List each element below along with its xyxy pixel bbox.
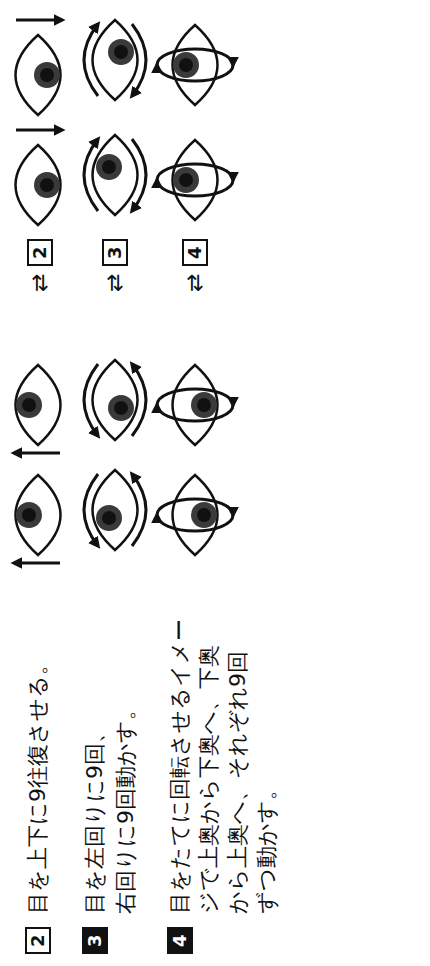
instruction-text: 目をたてに回転させるイメー <box>167 619 193 914</box>
orbit-arrow <box>157 164 233 180</box>
rotation-arrow <box>132 474 146 546</box>
instruction-text: 目を左回りに9回、 <box>82 721 108 914</box>
alternate-symbol: ⇄ <box>27 274 53 292</box>
step-number: 2 <box>25 927 51 954</box>
rotation-arrow <box>84 139 98 211</box>
rotation-arrow <box>132 24 146 96</box>
motion-arrow <box>16 19 62 22</box>
rotation-arrow <box>84 24 98 96</box>
eye-pupil <box>191 392 217 418</box>
instruction-text: ずつ動かす。 <box>254 778 280 914</box>
step-number: 4 <box>167 927 193 954</box>
rotation-arrow <box>84 364 98 436</box>
eye-pupil <box>16 502 42 528</box>
eye-row-vertical-rotation <box>157 25 233 555</box>
eye-pupil <box>96 505 122 531</box>
orbit-arrow <box>157 389 233 405</box>
figure-number: 3 <box>102 239 128 266</box>
motion-arrow <box>14 452 60 455</box>
instruction-text: 目を上下に9往復させる。 <box>25 653 51 914</box>
eye-pupil <box>34 62 60 88</box>
eye-outline <box>173 475 218 555</box>
eye-outline <box>16 365 61 445</box>
alternate-symbol: ⇄ <box>102 274 128 292</box>
orbit-arrow <box>157 180 233 196</box>
rotation-arrow <box>132 139 146 211</box>
eye-pupil <box>108 39 134 65</box>
figure-number: 4 <box>182 239 208 266</box>
figure-number: 2 <box>27 239 53 266</box>
eye-row-updown <box>14 20 62 563</box>
eye-outline <box>173 25 218 105</box>
eye-outline <box>173 365 218 445</box>
eye-pupil <box>173 52 199 78</box>
orbit-arrow <box>157 405 233 421</box>
orbit-arrow <box>157 49 233 65</box>
eye-outline <box>93 135 138 215</box>
eye-outline <box>16 145 61 225</box>
eye-outline <box>93 470 138 550</box>
alternate-symbol: ⇄ <box>182 274 208 292</box>
eye-outline <box>93 360 138 440</box>
eye-pupil <box>34 172 60 198</box>
orbit-arrow <box>157 499 233 515</box>
orbit-arrow <box>157 515 233 531</box>
motion-arrow <box>16 129 62 132</box>
eye-pupil <box>191 502 217 528</box>
eye-pupil <box>108 395 134 421</box>
eye-outline <box>16 475 61 555</box>
instruction-text: から上奥へ、それぞれ9回 <box>225 651 251 914</box>
rotation-arrow <box>132 364 146 436</box>
instruction-text: ジで上奥から下奥へ、下奥 <box>196 645 222 914</box>
orbit-arrow <box>157 65 233 81</box>
step-number: 3 <box>82 927 108 954</box>
eye-outline <box>173 140 218 220</box>
rotation-arrow <box>84 474 98 546</box>
eye-outline <box>16 35 61 115</box>
eye-row-circle <box>84 20 146 550</box>
eye-pupil <box>96 154 122 180</box>
motion-arrow <box>14 562 60 565</box>
eye-pupil <box>173 167 199 193</box>
eye-outline <box>93 20 138 100</box>
eye-pupil <box>16 392 42 418</box>
instruction-text: 右回りに9回動かす。 <box>113 698 139 914</box>
